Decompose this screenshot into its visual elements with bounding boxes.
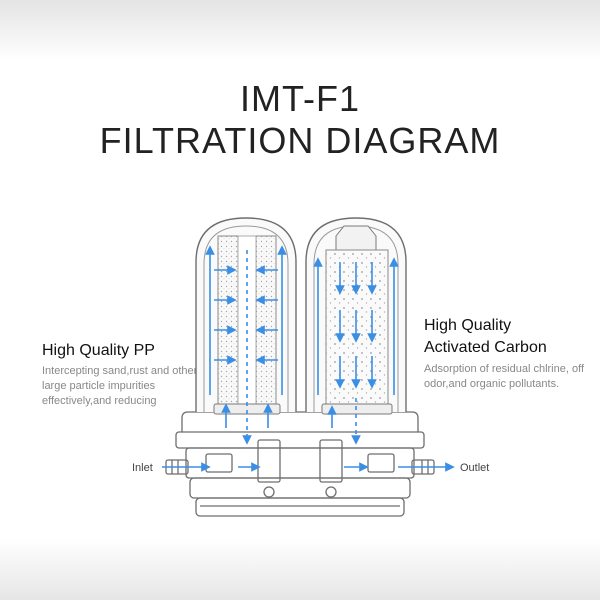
pp-filter-housing: [195, 217, 297, 415]
outlet-label: Outlet: [460, 462, 490, 474]
pp-filter-heading: High Quality PP: [42, 342, 155, 359]
carbon-filter-heading-line1: High Quality: [424, 317, 512, 334]
pp-filter-description: Intercepting sand,rust and other large p…: [42, 365, 198, 407]
carbon-flow-arrows: [313, 257, 399, 445]
base-housing: [175, 411, 425, 517]
inlet-label: Inlet: [132, 462, 153, 474]
product-model-title: IMT-F1: [240, 78, 360, 119]
pp-flow-arrows: [205, 245, 287, 445]
diagram-title: FILTRATION DIAGRAM: [99, 120, 501, 161]
carbon-filter-description: Adsorption of residual chlrine, off odor…: [424, 363, 584, 390]
carbon-filter-heading-line2: Activated Carbon: [424, 339, 547, 356]
